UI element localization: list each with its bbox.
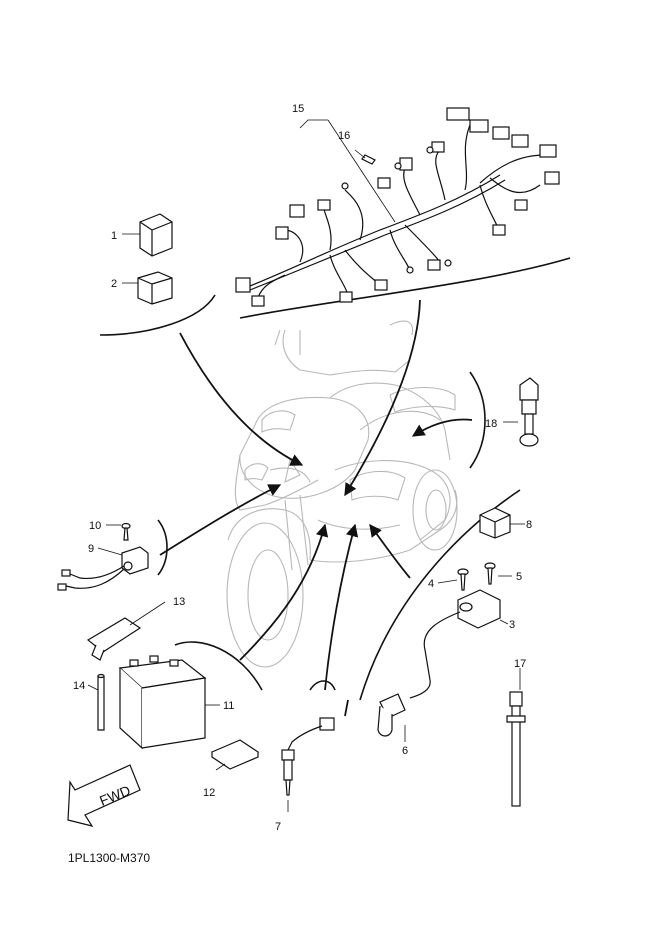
part-13-band [86,601,166,661]
wire-harness [235,107,560,307]
part-11-battery [118,655,220,750]
callouts: 1 2 3 4 5 6 7 8 9 10 11 12 13 14 15 16 1… [73,103,532,833]
part-12-pad [210,739,260,771]
callout-14: 14 [73,680,85,692]
callout-12: 12 [203,787,215,799]
section-dividers [99,257,571,701]
diagram-code: 1PL1300-M370 [68,851,150,865]
callout-3: 3 [509,619,515,631]
part-4-5-screws [437,562,512,591]
callout-18: 18 [485,418,497,430]
callout-17: 17 [514,658,526,670]
part-2-holder [122,271,173,305]
part-18-switch [503,377,539,447]
part-6-plug-cap [377,693,406,742]
part-10-screw [106,522,131,541]
callout-2: 2 [111,278,117,290]
callout-6: 6 [402,745,408,757]
callout-15: 15 [292,103,304,115]
callout-5: 5 [516,571,522,583]
part-1-relay [122,213,173,257]
callout-16: 16 [338,130,350,142]
callout-4: 4 [428,578,434,590]
callout-8: 8 [526,519,532,531]
leader-arrows [159,299,473,717]
callout-13: 13 [173,596,185,608]
part-7-sensor [281,717,335,812]
callout-9: 9 [88,543,94,555]
fwd-arrow: FWD [67,764,141,827]
part-8-relay [479,507,525,539]
callout-11: 11 [223,700,234,712]
callout-10: 10 [89,520,101,532]
callout-1: 1 [111,230,117,242]
part-14-hose [87,673,105,731]
part-17-cable-tie [506,668,526,807]
part-3-coil [409,589,509,699]
callout-7: 7 [275,821,281,833]
scooter-outline [226,320,458,668]
part-9-sensor [57,546,149,591]
